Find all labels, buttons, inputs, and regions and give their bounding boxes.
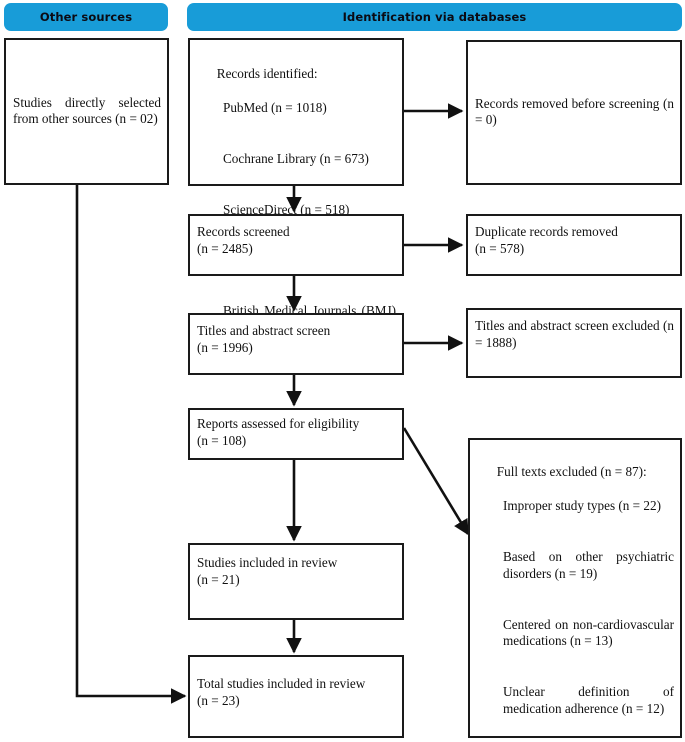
header-identification-label: Identification via databases	[342, 10, 527, 24]
full-texts-excluded-title: Full texts excluded (n = 87):	[496, 463, 647, 479]
box-full-texts-excluded: Full texts excluded (n = 87): Improper s…	[468, 438, 682, 738]
full-texts-excluded-item-1: Based on other psychiatric disorders (n …	[503, 548, 678, 581]
box-titles-abstract-excluded: Titles and abstract screen excluded (n =…	[466, 308, 682, 378]
header-other-sources: Other sources	[4, 3, 168, 31]
records-identified-item-2: ScienceDirect (n = 518)	[223, 201, 350, 217]
arrow-reports-to-fulltext-excluded	[402, 427, 470, 536]
box-titles-abstract-screen: Titles and abstract screen (n = 1996)	[188, 313, 404, 375]
box-full-texts-excluded-text: Full texts excluded (n = 87): Improper s…	[477, 447, 674, 742]
arrow-other-sources-to-total	[75, 185, 187, 704]
full-texts-excluded-item-3: Unclear definition of medication adheren…	[503, 684, 678, 717]
box-records-screened: Records screened (n = 2485)	[188, 214, 404, 276]
box-titles-abstract-screen-text: Titles and abstract screen (n = 1996)	[197, 323, 331, 355]
box-records-removed-text: Records removed before screening (n = 0)	[475, 95, 678, 128]
box-records-removed-before-screening: Records removed before screening (n = 0)	[466, 40, 682, 185]
header-other-sources-label: Other sources	[39, 10, 133, 24]
box-titles-abstract-excluded-text: Titles and abstract screen excluded (n =…	[475, 318, 678, 350]
box-studies-included-in-review: Studies included in review (n = 21)	[188, 543, 404, 620]
header-identification-via-databases: Identification via databases	[187, 3, 682, 31]
box-duplicate-records-removed: Duplicate records removed (n = 578)	[466, 214, 682, 276]
box-records-identified: Records identified: PubMed (n = 1018) Co…	[188, 38, 404, 335]
box-total-studies-included-text: Total studies included in review (n = 23…	[197, 676, 366, 709]
box-total-studies-included-in-review: Total studies included in review (n = 23…	[188, 655, 404, 738]
box-reports-assessed-for-eligibility: Reports assessed for eligibility (n = 10…	[188, 408, 404, 460]
records-identified-item-0: PubMed (n = 1018)	[223, 99, 327, 115]
full-texts-excluded-item-0: Improper study types (n = 22)	[503, 497, 661, 513]
box-studies-included-text: Studies included in review (n = 21)	[197, 555, 338, 587]
box-records-screened-text: Records screened (n = 2485)	[197, 224, 290, 256]
records-identified-item-1: Cochrane Library (n = 673)	[223, 150, 369, 166]
records-identified-title: Records identified:	[216, 65, 318, 81]
box-studies-directly-selected: Studies directly selected from other sou…	[4, 38, 169, 185]
full-texts-excluded-item-2: Centered on non-cardiovascular medicatio…	[503, 616, 678, 649]
box-studies-directly-selected-text: Studies directly selected from other sou…	[13, 94, 165, 127]
box-reports-assessed-text: Reports assessed for eligibility (n = 10…	[197, 416, 360, 448]
box-duplicate-records-removed-text: Duplicate records removed (n = 578)	[475, 224, 618, 256]
